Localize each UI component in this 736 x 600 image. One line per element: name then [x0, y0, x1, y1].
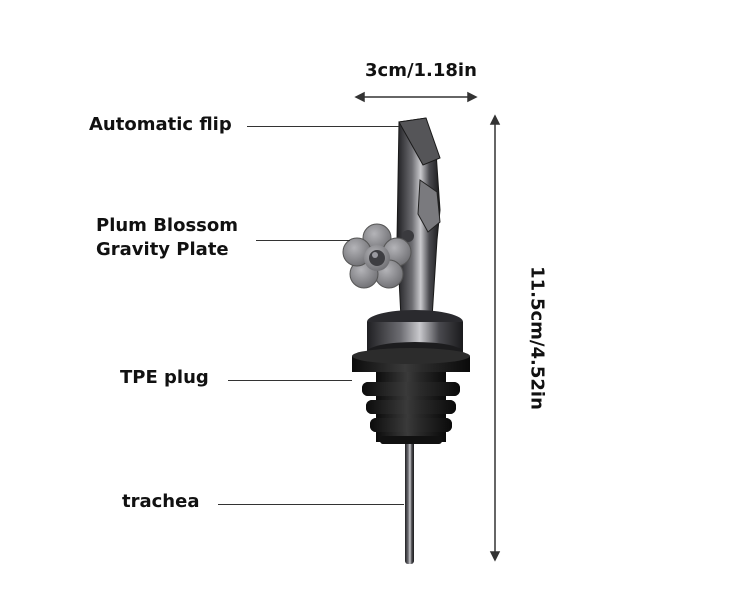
height-dimension-arrow [489, 114, 501, 562]
plum-blossom-label-line1: Plum Blossom [96, 215, 239, 236]
trachea-label: trachea [122, 491, 200, 512]
automatic-flip-label: Automatic flip [89, 114, 232, 135]
automatic-flip-leader [247, 126, 399, 127]
width-dimension-label: 3cm/1.18in [365, 60, 477, 81]
flip-arm [417, 179, 441, 233]
tpe-plug-label: TPE plug [120, 367, 209, 388]
height-dimension-label: 11.5cm/4.52in [526, 266, 548, 410]
width-dimension-arrow [354, 91, 478, 103]
plum-blossom-plate [342, 223, 412, 289]
plum-blossom-label-line2: Gravity Plate [96, 239, 229, 260]
plum-blossom-leader [256, 240, 350, 241]
trachea-leader [218, 504, 404, 505]
trachea-tube [405, 440, 414, 564]
tpe-plug-leader [228, 380, 352, 381]
spout-tip [398, 117, 441, 166]
